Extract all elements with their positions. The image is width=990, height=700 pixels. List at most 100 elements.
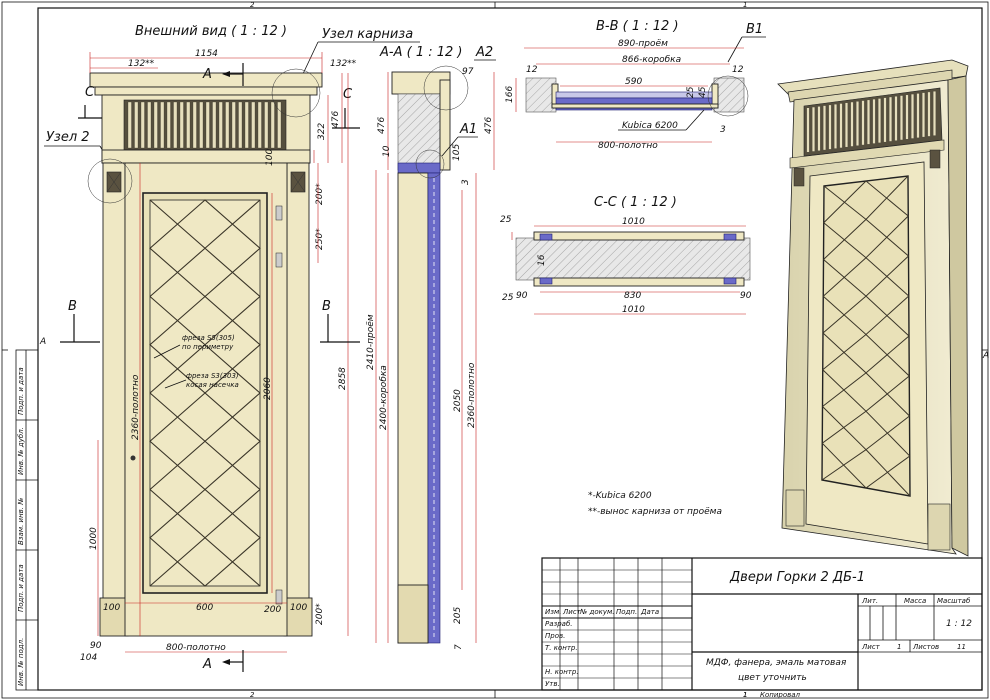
zone-top-left: 2 bbox=[250, 1, 255, 9]
bb-dim-leaf: 800-полотно bbox=[598, 141, 658, 151]
node-a2-label: А2 bbox=[475, 45, 493, 60]
aa-dim-frame: 2400-коробка bbox=[379, 365, 389, 430]
tb-h-doc: № докум. bbox=[579, 608, 615, 616]
front-view-title: Внешний вид ( 1 : 12 ) bbox=[135, 24, 287, 39]
cc-dim-25-bottom: 25 bbox=[502, 293, 514, 303]
door-3d-view bbox=[777, 59, 969, 557]
stamp-inv-dubl: Инв. № дубл. bbox=[17, 427, 25, 475]
aa-dim-476-right: 476 bbox=[484, 117, 494, 134]
door-handle bbox=[130, 455, 136, 461]
flute bbox=[127, 101, 132, 149]
flute bbox=[205, 101, 210, 149]
cut-a-top: А bbox=[202, 67, 212, 82]
aa-dim-105: 105 bbox=[452, 144, 462, 161]
dim-cornice-left: 132** bbox=[128, 59, 155, 69]
section-cc-title: С-С ( 1 : 12 ) bbox=[594, 195, 677, 210]
flute bbox=[140, 101, 145, 149]
drawing-notes: *-Kubica 6200 **-вынос карниза от проёма bbox=[588, 491, 722, 517]
cc-dim-bottom: 1010 bbox=[622, 305, 645, 315]
dim-total-width: 1154 bbox=[195, 49, 218, 59]
flute bbox=[153, 101, 158, 149]
aa-dim-476-left: 476 bbox=[377, 117, 387, 134]
cut-b-right: В bbox=[322, 299, 331, 314]
tb-material-line1: МДФ, фанера, эмаль матовая bbox=[706, 658, 847, 668]
cc-dim-top: 1010 bbox=[622, 217, 645, 227]
dim-inner-600: 600 bbox=[196, 603, 213, 613]
front-dimensions: 1154 132** 132** А С С 476 322 100 200* … bbox=[60, 49, 360, 672]
tb-r-prov: Пров. bbox=[545, 632, 565, 640]
tb-r-razrab: Разраб. bbox=[545, 620, 573, 628]
dim-inner-100-right: 100 bbox=[290, 603, 307, 613]
tb-r-tkontr: Т. контр. bbox=[545, 644, 578, 652]
flute bbox=[199, 101, 204, 149]
dim-hinge-250: 250* bbox=[315, 228, 325, 250]
flute bbox=[244, 101, 249, 149]
aa-dim-10: 10 bbox=[382, 145, 392, 157]
dim-leaf-height: 2360-полотно bbox=[131, 374, 141, 440]
section-cc: С-С ( 1 : 12 ) 1010 25 16 25 90 830 90 1… bbox=[500, 195, 752, 315]
dim-cornice-322: 322 bbox=[317, 123, 327, 140]
tb-copied: Копировал bbox=[760, 691, 801, 699]
stamp-inv-podl: Инв. № подл. bbox=[17, 638, 25, 686]
front-view: Внешний вид ( 1 : 12 ) Узел карниза Узел… bbox=[44, 24, 420, 672]
bb-dim-3: 3 bbox=[720, 125, 726, 135]
mill-1-line2: по периметру bbox=[182, 343, 234, 351]
aa-dim-2050: 2050 bbox=[453, 389, 463, 412]
tb-lit: Лит. bbox=[861, 597, 878, 605]
node2-title: Узел 2 bbox=[46, 130, 90, 145]
mill-2-line1: фреза S3(303) bbox=[186, 372, 239, 380]
tb-sheet-no: 1 bbox=[897, 643, 901, 651]
flute bbox=[225, 101, 230, 149]
aa-dim-opening: 2410-проём bbox=[366, 314, 376, 370]
title-block-title: Двери Горки 2 ДБ-1 bbox=[729, 570, 865, 585]
cc-dim-25-top: 25 bbox=[500, 215, 512, 225]
tb-h-izm: Изм. bbox=[545, 608, 561, 616]
bb-dim-45: 45 bbox=[698, 86, 708, 98]
cc-dim-90-left: 90 bbox=[516, 291, 528, 301]
aa-dim-97: 97 bbox=[462, 67, 474, 77]
flute bbox=[192, 101, 197, 149]
title-block: Двери Горки 2 ДБ-1 Лит. Масса Масштаб 1 … bbox=[541, 557, 983, 699]
bb-kubica-label: Kubica 6200 bbox=[622, 121, 678, 131]
bb-dim-590: 590 bbox=[625, 77, 642, 87]
flute bbox=[264, 101, 269, 149]
section-bb-title: В-В ( 1 : 12 ) bbox=[596, 19, 679, 34]
flute bbox=[238, 101, 243, 149]
dim-base-90: 90 bbox=[90, 641, 102, 651]
dim-hinge-200-bot: 200* bbox=[315, 603, 325, 625]
flute bbox=[173, 101, 178, 149]
bb-dim-12-left: 12 bbox=[526, 65, 538, 75]
zone-side-left: A bbox=[39, 337, 46, 347]
dim-cornice-right: 132** bbox=[330, 59, 357, 69]
section-aa: А-А ( 1 : 12 ) А2 А1 476 97 476 10 105 3… bbox=[366, 45, 496, 650]
flute bbox=[186, 101, 191, 149]
flute bbox=[218, 101, 223, 149]
note-cornice-offset: **-вынос карниза от проёма bbox=[588, 507, 722, 517]
flute bbox=[179, 101, 184, 149]
note-kubica: *-Kubica 6200 bbox=[588, 491, 652, 501]
stamp-vzam-inv: Взам. инв. № bbox=[17, 497, 25, 545]
flute bbox=[231, 101, 236, 149]
zone-bottom-left: 2 bbox=[250, 691, 255, 699]
bb-dim-opening: 890-проём bbox=[618, 39, 668, 49]
dim-leaf-width: 800-полотно bbox=[166, 643, 226, 653]
dim-total-height: 2858 bbox=[338, 367, 348, 390]
tb-h-date: Дата bbox=[640, 608, 659, 616]
dim-panel-height: 2060 bbox=[263, 377, 273, 400]
node-b1-label: В1 bbox=[746, 22, 763, 37]
zone-bottom-right: 1 bbox=[743, 691, 747, 699]
side-stamp: Подп. и дата Инв. № дубл. Взам. инв. № П… bbox=[15, 349, 39, 691]
dim-inner-100-left: 100 bbox=[103, 603, 120, 613]
dim-cornice-476: 476 bbox=[331, 111, 341, 128]
flute bbox=[160, 101, 165, 149]
dim-cornice-100: 100 bbox=[265, 149, 275, 166]
tb-material-line2: цвет уточнить bbox=[738, 673, 807, 683]
mill-1-line1: фреза S5(305) bbox=[182, 334, 235, 342]
flute bbox=[251, 101, 256, 149]
flute bbox=[166, 101, 171, 149]
tb-sheets-label: Листов bbox=[912, 643, 939, 651]
flute bbox=[134, 101, 139, 149]
tb-sheet-label: Лист bbox=[861, 643, 881, 651]
section-aa-title: А-А ( 1 : 12 ) bbox=[379, 45, 462, 60]
